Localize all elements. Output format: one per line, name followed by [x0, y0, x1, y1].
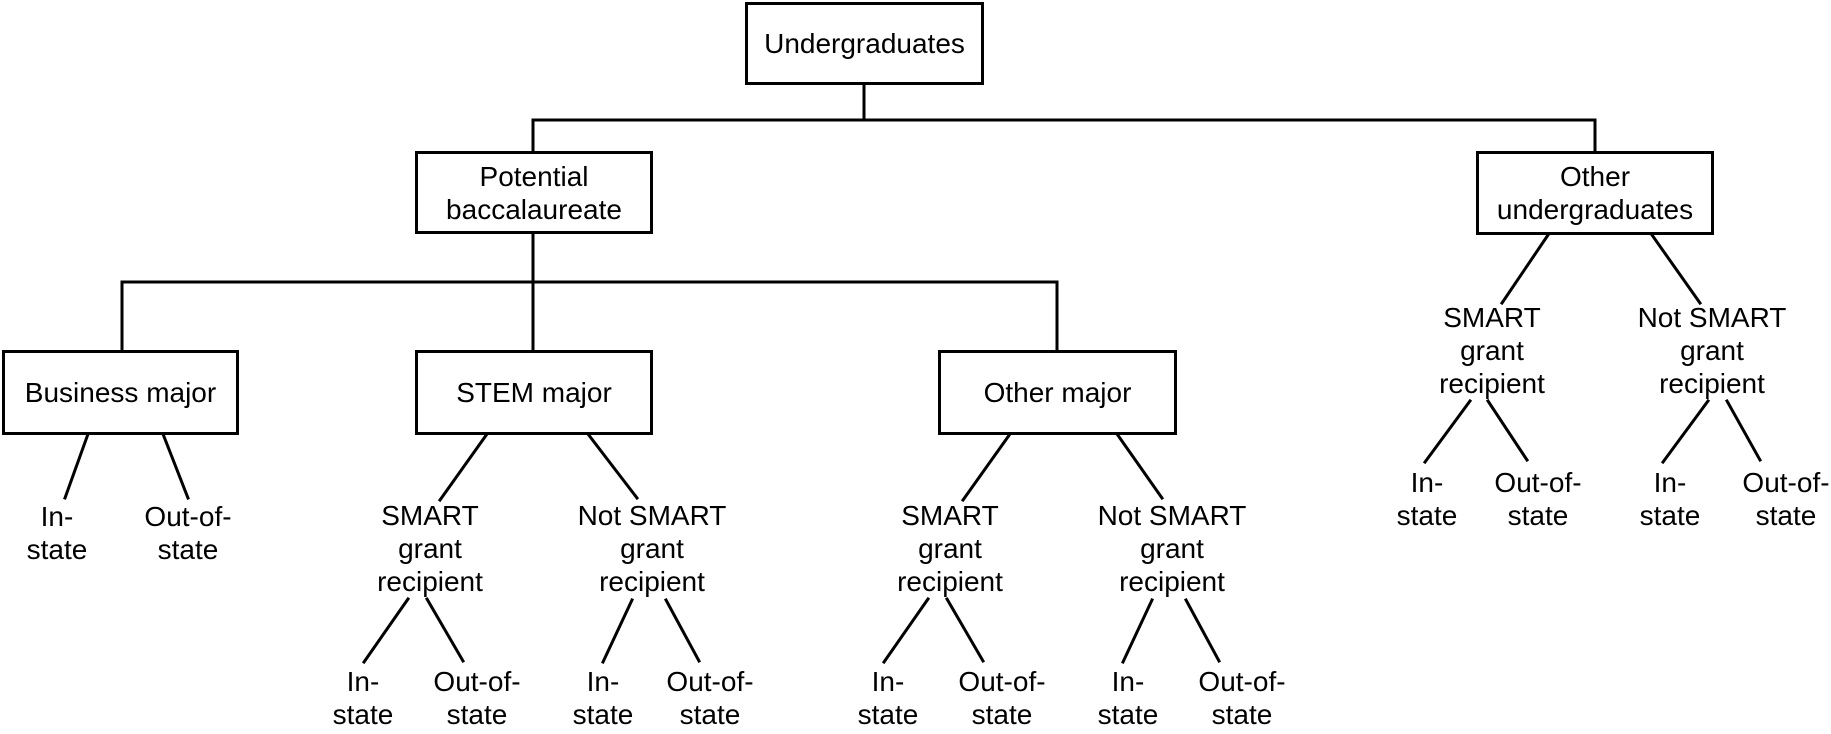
edge-other-major-not-smart: [1114, 431, 1165, 501]
edge-other-major-smart: [960, 431, 1013, 503]
edge-stem-not-smart-out-of-state: [663, 597, 702, 664]
edge-stem-not-smart: [585, 431, 640, 501]
edge-ou-smart: [1499, 232, 1551, 306]
node-undergraduates: Undergraduates: [745, 2, 984, 85]
edges-stem-major: [361, 431, 702, 665]
node-other-major: Other major: [938, 350, 1177, 435]
edge-stem-not-smart-in-state: [601, 598, 634, 664]
edge-ou-not-smart: [1649, 232, 1703, 306]
edge-stem-smart-out-of-state: [424, 596, 466, 664]
node-stem-not-smart-grant-recipient: Not SMART grant recipient: [577, 500, 727, 597]
node-ou-not-smart-in-state: In- state: [1639, 467, 1701, 531]
node-potential-baccalaureate: Potential baccalaureate: [415, 151, 653, 234]
node-ou-not-smart-out-of-state: Out-of- state: [1742, 467, 1830, 531]
edge-ou-smart-out-of-state: [1485, 398, 1530, 463]
node-ou-not-smart-grant-recipient: Not SMART grant recipient: [1637, 302, 1787, 399]
edges-business-major: [63, 432, 190, 500]
node-business-out-of-state: Out-of- state: [144, 501, 232, 565]
edge-ou-smart-in-state: [1422, 398, 1473, 465]
node-ou-smart-grant-recipient: SMART grant recipient: [1439, 302, 1545, 399]
edges-other-major: [881, 431, 1222, 665]
node-business-in-state: In- state: [26, 501, 88, 565]
edge-ou-not-smart-in-state: [1660, 398, 1711, 465]
node-other-major-smart-grant-recipient: SMART grant recipient: [897, 500, 1003, 597]
node-stem-smart-grant-recipient: SMART grant recipient: [377, 500, 483, 597]
node-other-major-not-smart-grant-recipient: Not SMART grant recipient: [1097, 500, 1247, 597]
node-stem-smart-out-of-state: Out-of- state: [433, 666, 521, 730]
node-other-major-smart-in-state: In- state: [857, 666, 919, 730]
node-stem-not-smart-in-state: In- state: [572, 666, 634, 730]
node-stem-not-smart-out-of-state: Out-of- state: [666, 666, 754, 730]
edge-business-in-state: [63, 432, 90, 500]
node-ou-smart-in-state: In- state: [1396, 467, 1458, 531]
edges-level-2: [120, 231, 1059, 352]
edges-level-1: [531, 82, 1597, 153]
edge-other-major-smart-in-state: [881, 596, 931, 665]
node-other-undergraduates: Other undergraduates: [1476, 151, 1714, 235]
edge-other-major-smart-out-of-state: [944, 596, 986, 664]
node-other-major-not-smart-out-of-state: Out-of- state: [1198, 666, 1286, 730]
node-ou-smart-out-of-state: Out-of- state: [1494, 467, 1582, 531]
edge-other-major-not-smart-in-state: [1121, 598, 1154, 664]
edge-ou-not-smart-out-of-state: [1724, 398, 1763, 463]
edge-stem-smart-in-state: [361, 596, 411, 665]
node-stem-major: STEM major: [415, 350, 653, 435]
edge-business-out-of-state: [161, 432, 190, 500]
node-business-major: Business major: [2, 350, 239, 435]
edge-other-major-not-smart-out-of-state: [1183, 597, 1222, 664]
node-other-major-not-smart-in-state: In- state: [1097, 666, 1159, 730]
node-stem-smart-in-state: In- state: [332, 666, 394, 730]
node-other-major-smart-out-of-state: Out-of- state: [958, 666, 1046, 730]
edge-stem-smart: [437, 431, 490, 503]
edges-other-undergraduates: [1422, 232, 1763, 465]
